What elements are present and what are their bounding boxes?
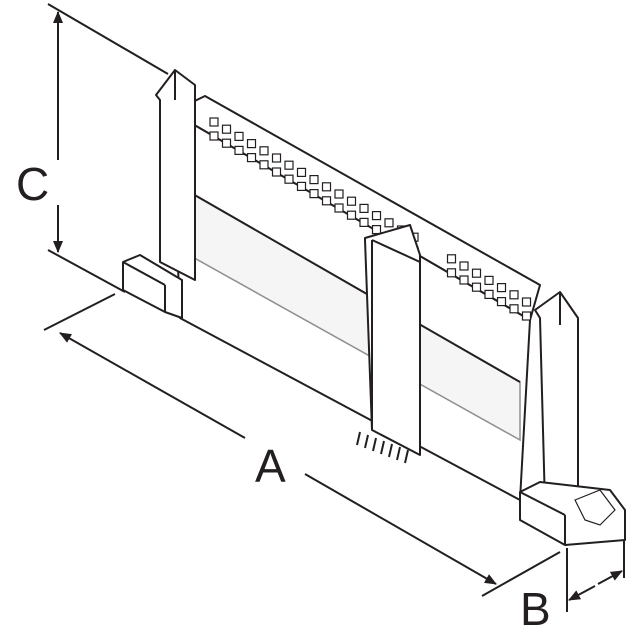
contact-slot (221, 124, 232, 134)
contact-slot (359, 203, 369, 213)
pin (396, 446, 401, 461)
label-b: B (520, 583, 551, 635)
contact-slot (284, 160, 294, 170)
contact-slot (221, 138, 232, 148)
dimension-arrow (597, 570, 623, 585)
extension-line (47, 249, 126, 293)
contact-slot (484, 275, 494, 285)
contact-slot (471, 282, 482, 292)
dimension-arrow (304, 473, 497, 585)
extension-line (481, 551, 561, 597)
contact-slot (346, 210, 357, 220)
dimension-arrow (59, 332, 246, 439)
extension-line (43, 293, 116, 331)
contact-slot (259, 146, 269, 156)
contact-slot (521, 311, 532, 321)
left-post (155, 69, 196, 281)
foot-edge (122, 261, 166, 286)
contact-slot (234, 145, 244, 155)
pin (404, 449, 409, 464)
label-c: C (16, 158, 49, 210)
contact-slot (384, 218, 394, 228)
contact-slot (446, 254, 457, 264)
contact-slot (309, 189, 319, 199)
contact-slot (321, 196, 332, 206)
contact-slot (334, 189, 344, 199)
pin (356, 431, 361, 446)
dimension-a: A (43, 293, 561, 597)
dimension-c: C (16, 3, 169, 293)
contact-slot (484, 289, 494, 299)
housing-edge (171, 181, 521, 383)
contact-slot (359, 217, 369, 227)
contact-slot (259, 160, 269, 170)
pin (380, 440, 385, 455)
label-a: A (255, 440, 286, 492)
center-latch (364, 224, 421, 456)
dimension-arrow (568, 585, 596, 601)
contact-slot (271, 167, 282, 177)
foot-edge (519, 491, 566, 516)
contact-slot (309, 175, 319, 185)
contact-slot (234, 131, 244, 141)
contact-slot (271, 153, 282, 163)
contact-slot (321, 182, 332, 192)
contact-slot (246, 153, 257, 163)
contact-slot (209, 117, 219, 127)
pin (388, 443, 393, 458)
pin (364, 434, 369, 449)
contact-slot (334, 203, 344, 213)
contact-slot (371, 225, 382, 235)
extension-line (47, 3, 169, 75)
contact-slot (446, 268, 457, 278)
contact-slot (496, 297, 507, 307)
connector-body (122, 69, 626, 546)
contact-slot (459, 275, 469, 285)
contact-slot (209, 131, 219, 141)
contact-slot (459, 261, 469, 271)
contact-slot (496, 283, 507, 293)
contact-slot (471, 268, 482, 278)
contact-slot (296, 167, 307, 177)
contact-slot (521, 297, 532, 307)
pin (372, 437, 377, 452)
contact-slot (346, 196, 357, 206)
contact-slot (509, 304, 519, 314)
contact-slot (284, 174, 294, 184)
board-lock (574, 489, 616, 526)
contact-slot (296, 181, 307, 191)
contact-slot (246, 139, 257, 149)
latch-edge (371, 239, 421, 263)
contact-slot (371, 211, 382, 221)
contact-slot (509, 290, 519, 300)
latch-pins (356, 431, 409, 464)
